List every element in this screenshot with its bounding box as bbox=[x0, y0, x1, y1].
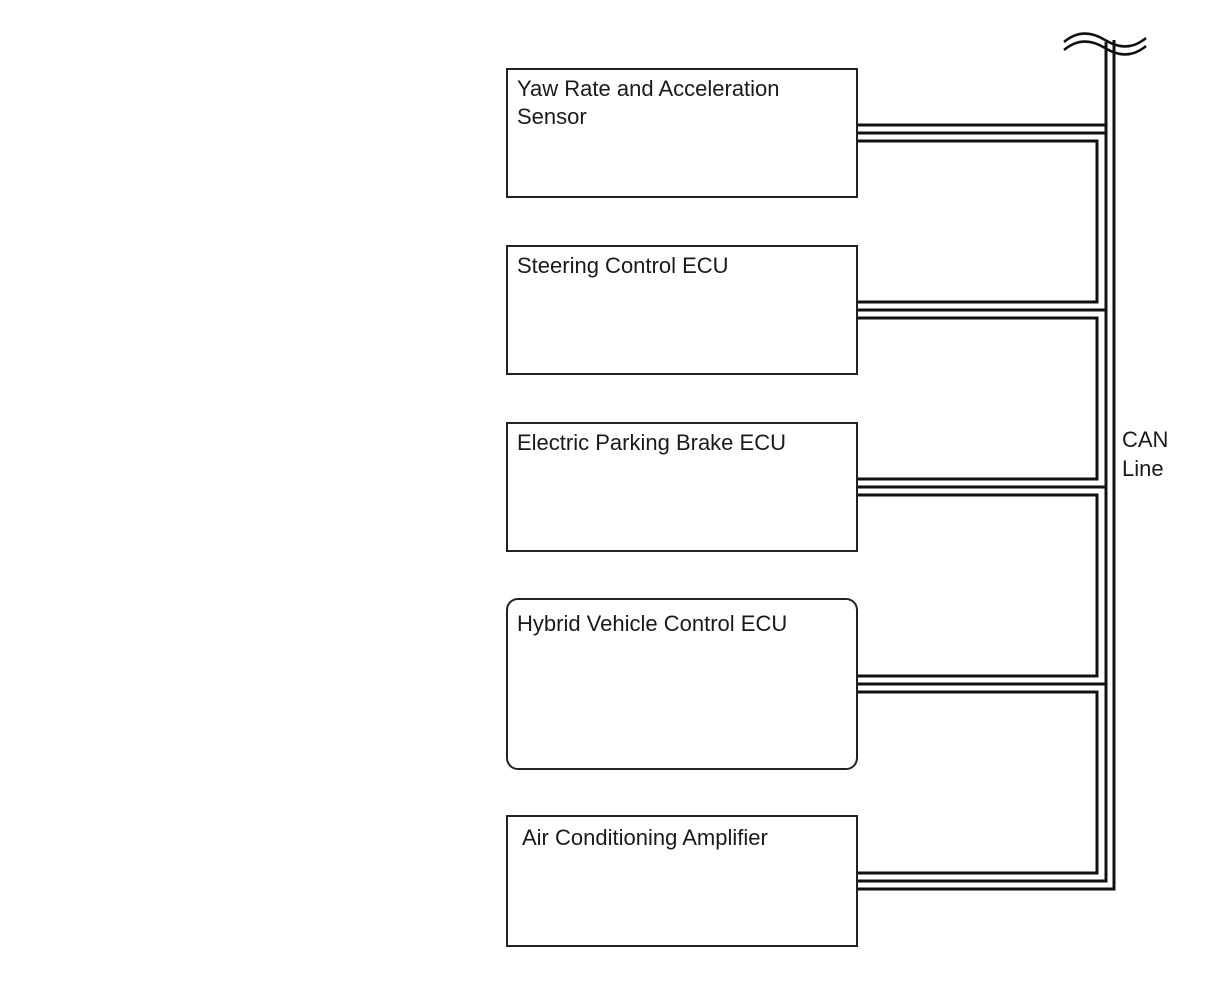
can-segment-hv-ac bbox=[858, 690, 1099, 875]
node-label: Electric Parking Brake ECU bbox=[517, 430, 786, 455]
can-segment-epb-hv bbox=[858, 493, 1099, 678]
node-label: Steering Control ECU bbox=[517, 253, 729, 278]
node-label: Yaw Rate and Acceleration Sensor bbox=[517, 76, 780, 129]
node-hybrid-vehicle-control-ecu: Hybrid Vehicle Control ECU bbox=[506, 598, 858, 770]
can-segment-steering-epb bbox=[858, 316, 1099, 481]
can-segment-yaw-steering bbox=[858, 139, 1099, 304]
node-yaw-rate-sensor: Yaw Rate and Acceleration Sensor bbox=[506, 68, 858, 198]
node-air-conditioning-amplifier: Air Conditioning Amplifier bbox=[506, 815, 858, 947]
can-segment-yaw bbox=[858, 42, 1108, 127]
can-bus-inner-line bbox=[858, 125, 1108, 883]
can-bus-outer-line bbox=[858, 40, 1116, 891]
bus-continuation-break-icon bbox=[1063, 32, 1147, 56]
node-label: Air Conditioning Amplifier bbox=[522, 825, 768, 850]
node-steering-control-ecu: Steering Control ECU bbox=[506, 245, 858, 375]
node-electric-parking-brake-ecu: Electric Parking Brake ECU bbox=[506, 422, 858, 552]
can-line-label: CAN Line bbox=[1122, 427, 1169, 481]
node-label: Hybrid Vehicle Control ECU bbox=[517, 611, 788, 636]
